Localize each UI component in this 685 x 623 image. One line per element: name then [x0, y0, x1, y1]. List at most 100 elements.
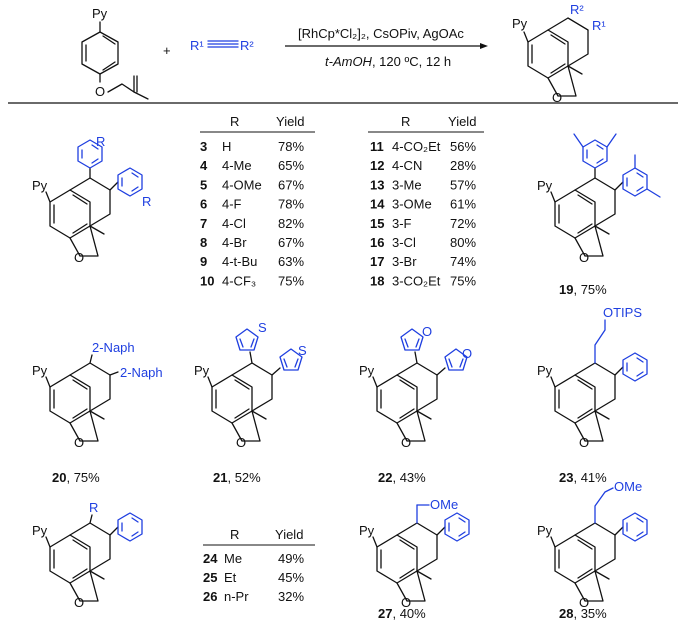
svg-text:OMe: OMe: [614, 479, 642, 494]
compound-20-structure: Py O 2-Naph 2-Naph 20, 75%: [32, 340, 163, 485]
svg-text:O: O: [401, 435, 411, 450]
table2-row-3-col-1: 3-OMe: [392, 197, 432, 212]
compound-28-structure: Py O OMe 28, 35%: [537, 479, 648, 621]
svg-text:Py: Py: [359, 523, 375, 538]
svg-text:2-Naph: 2-Naph: [120, 365, 163, 380]
compound-21-caption: 21, 52%: [213, 470, 261, 485]
table2-row-3-col-2: 61%: [450, 197, 476, 212]
alkyne-r2: R²: [240, 38, 254, 53]
product-r1: R¹: [592, 18, 606, 33]
svg-text:Py: Py: [194, 363, 210, 378]
svg-text:Py: Py: [537, 523, 553, 538]
product-r2: R²: [570, 2, 584, 17]
svg-text:Yield: Yield: [448, 114, 476, 129]
table2-row-2-col-2: 57%: [450, 177, 476, 192]
table1-row-2-col-1: 4-OMe: [222, 177, 262, 192]
table2-row-0-col-1: 4-CO₂Et: [392, 139, 441, 154]
table1-row-1-col-0: 4: [200, 158, 208, 173]
svg-text:Py: Py: [32, 178, 48, 193]
table2-row-5-col-0: 16: [370, 235, 384, 250]
svg-text:S: S: [298, 343, 307, 358]
compound-21-structure: Py O S S 21, 52%: [194, 320, 307, 485]
table-alkyl: R Yield 24 Me 49% 25 Et 45% 26 n-Pr 32%: [203, 527, 315, 604]
table1-row-2-col-2: 67%: [278, 177, 304, 192]
table2-row-5-col-2: 80%: [450, 235, 476, 250]
svg-text:O: O: [462, 346, 472, 361]
compound-28-caption: 28, 35%: [559, 606, 607, 621]
svg-text:R: R: [230, 527, 239, 542]
table2-row-3-col-0: 14: [370, 197, 385, 212]
table1-row-6-col-0: 9: [200, 254, 207, 269]
svg-text:O: O: [579, 435, 589, 450]
compound-27-caption: 27, 40%: [378, 606, 426, 621]
table2-row-6-col-1: 3-Br: [392, 254, 417, 269]
compound-19-structure: Py O 19, 75%: [537, 133, 661, 297]
svg-text:O: O: [74, 595, 84, 610]
svg-text:Yield: Yield: [275, 527, 303, 542]
table1-row-0-col-0: 3: [200, 139, 207, 154]
table1-row-2-col-0: 5: [200, 177, 207, 192]
table1-row-5-col-1: 4-Br: [222, 235, 247, 250]
table1-row-0-col-2: 78%: [278, 139, 304, 154]
table2-row-1-col-1: 4-CN: [392, 158, 422, 173]
table2-row-2-col-1: 3-Me: [392, 177, 422, 192]
table1-row-4-col-2: 82%: [278, 216, 304, 231]
table2-row-6-col-0: 17: [370, 254, 384, 269]
compound-23-structure: Py O OTIPS 23, 41%: [537, 305, 648, 485]
compound-27-structure: Py O OMe 27, 40%: [359, 497, 470, 621]
table2-row-4-col-0: 15: [370, 216, 384, 231]
generic-diaryl-product: Py O R R: [32, 134, 151, 265]
compound-20-caption: 20, 75%: [52, 470, 100, 485]
table3-row-2-col-2: 32%: [278, 589, 304, 604]
svg-text:OMe: OMe: [430, 497, 458, 512]
product-structure: Py O R² R¹: [512, 2, 606, 105]
generic-alkyl-product: Py O R: [32, 500, 143, 610]
table3-row-0-col-0: 24: [203, 551, 218, 566]
svg-text:Yield: Yield: [276, 114, 304, 129]
table1-row-1-col-2: 65%: [278, 158, 304, 173]
svg-text:O: O: [579, 250, 589, 265]
svg-text:R: R: [142, 194, 151, 209]
table3-row-0-col-2: 49%: [278, 551, 304, 566]
svg-text:R: R: [401, 114, 410, 129]
table1-row-5-col-2: 67%: [278, 235, 304, 250]
table3-row-0-col-1: Me: [224, 551, 242, 566]
table2-row-5-col-1: 3-Cl: [392, 235, 416, 250]
svg-text:R: R: [89, 500, 98, 515]
table2-row-4-col-2: 72%: [450, 216, 476, 231]
table1-row-3-col-1: 4-F: [222, 197, 242, 212]
table3-row-1-col-0: 25: [203, 570, 217, 585]
svg-text:Py: Py: [32, 523, 48, 538]
svg-text:2-Naph: 2-Naph: [92, 340, 135, 355]
svg-text:Py: Py: [32, 363, 48, 378]
conditions-reagents: [RhCp*Cl₂]₂, CsOPiv, AgOAc: [298, 26, 464, 41]
table3-row-1-col-1: Et: [224, 570, 237, 585]
table2-row-0-col-0: 11: [370, 139, 384, 154]
svg-text:O: O: [236, 435, 246, 450]
svg-text:Py: Py: [537, 178, 553, 193]
table1-row-6-col-1: 4-t-Bu: [222, 254, 257, 269]
svg-text:R: R: [230, 114, 239, 129]
table2-row-6-col-2: 74%: [450, 254, 476, 269]
table1-row-0-col-1: H: [222, 139, 231, 154]
svg-text:O: O: [74, 435, 84, 450]
compound-23-caption: 23, 41%: [559, 470, 607, 485]
svg-text:Py: Py: [359, 363, 375, 378]
table2-row-7-col-1: 3-CO₂Et: [392, 273, 441, 288]
table1-row-4-col-0: 7: [200, 216, 207, 231]
compound-19-caption: 19, 75%: [559, 282, 607, 297]
table2-row-1-col-0: 12: [370, 158, 384, 173]
alkyne-r1: R¹: [190, 38, 204, 53]
table1-row-4-col-1: 4-Cl: [222, 216, 246, 231]
table3-row-2-col-0: 26: [203, 589, 217, 604]
table1-row-7-col-1: 4-CF₃: [222, 273, 256, 288]
table3-row-2-col-1: n-Pr: [224, 589, 249, 604]
table3-row-1-col-2: 45%: [278, 570, 304, 585]
svg-text:S: S: [258, 320, 267, 335]
table1-row-3-col-0: 6: [200, 197, 207, 212]
compound-22-structure: Py O O O 22, 43%: [359, 324, 472, 485]
table1-row-3-col-2: 78%: [278, 197, 304, 212]
svg-text:O: O: [422, 324, 432, 339]
